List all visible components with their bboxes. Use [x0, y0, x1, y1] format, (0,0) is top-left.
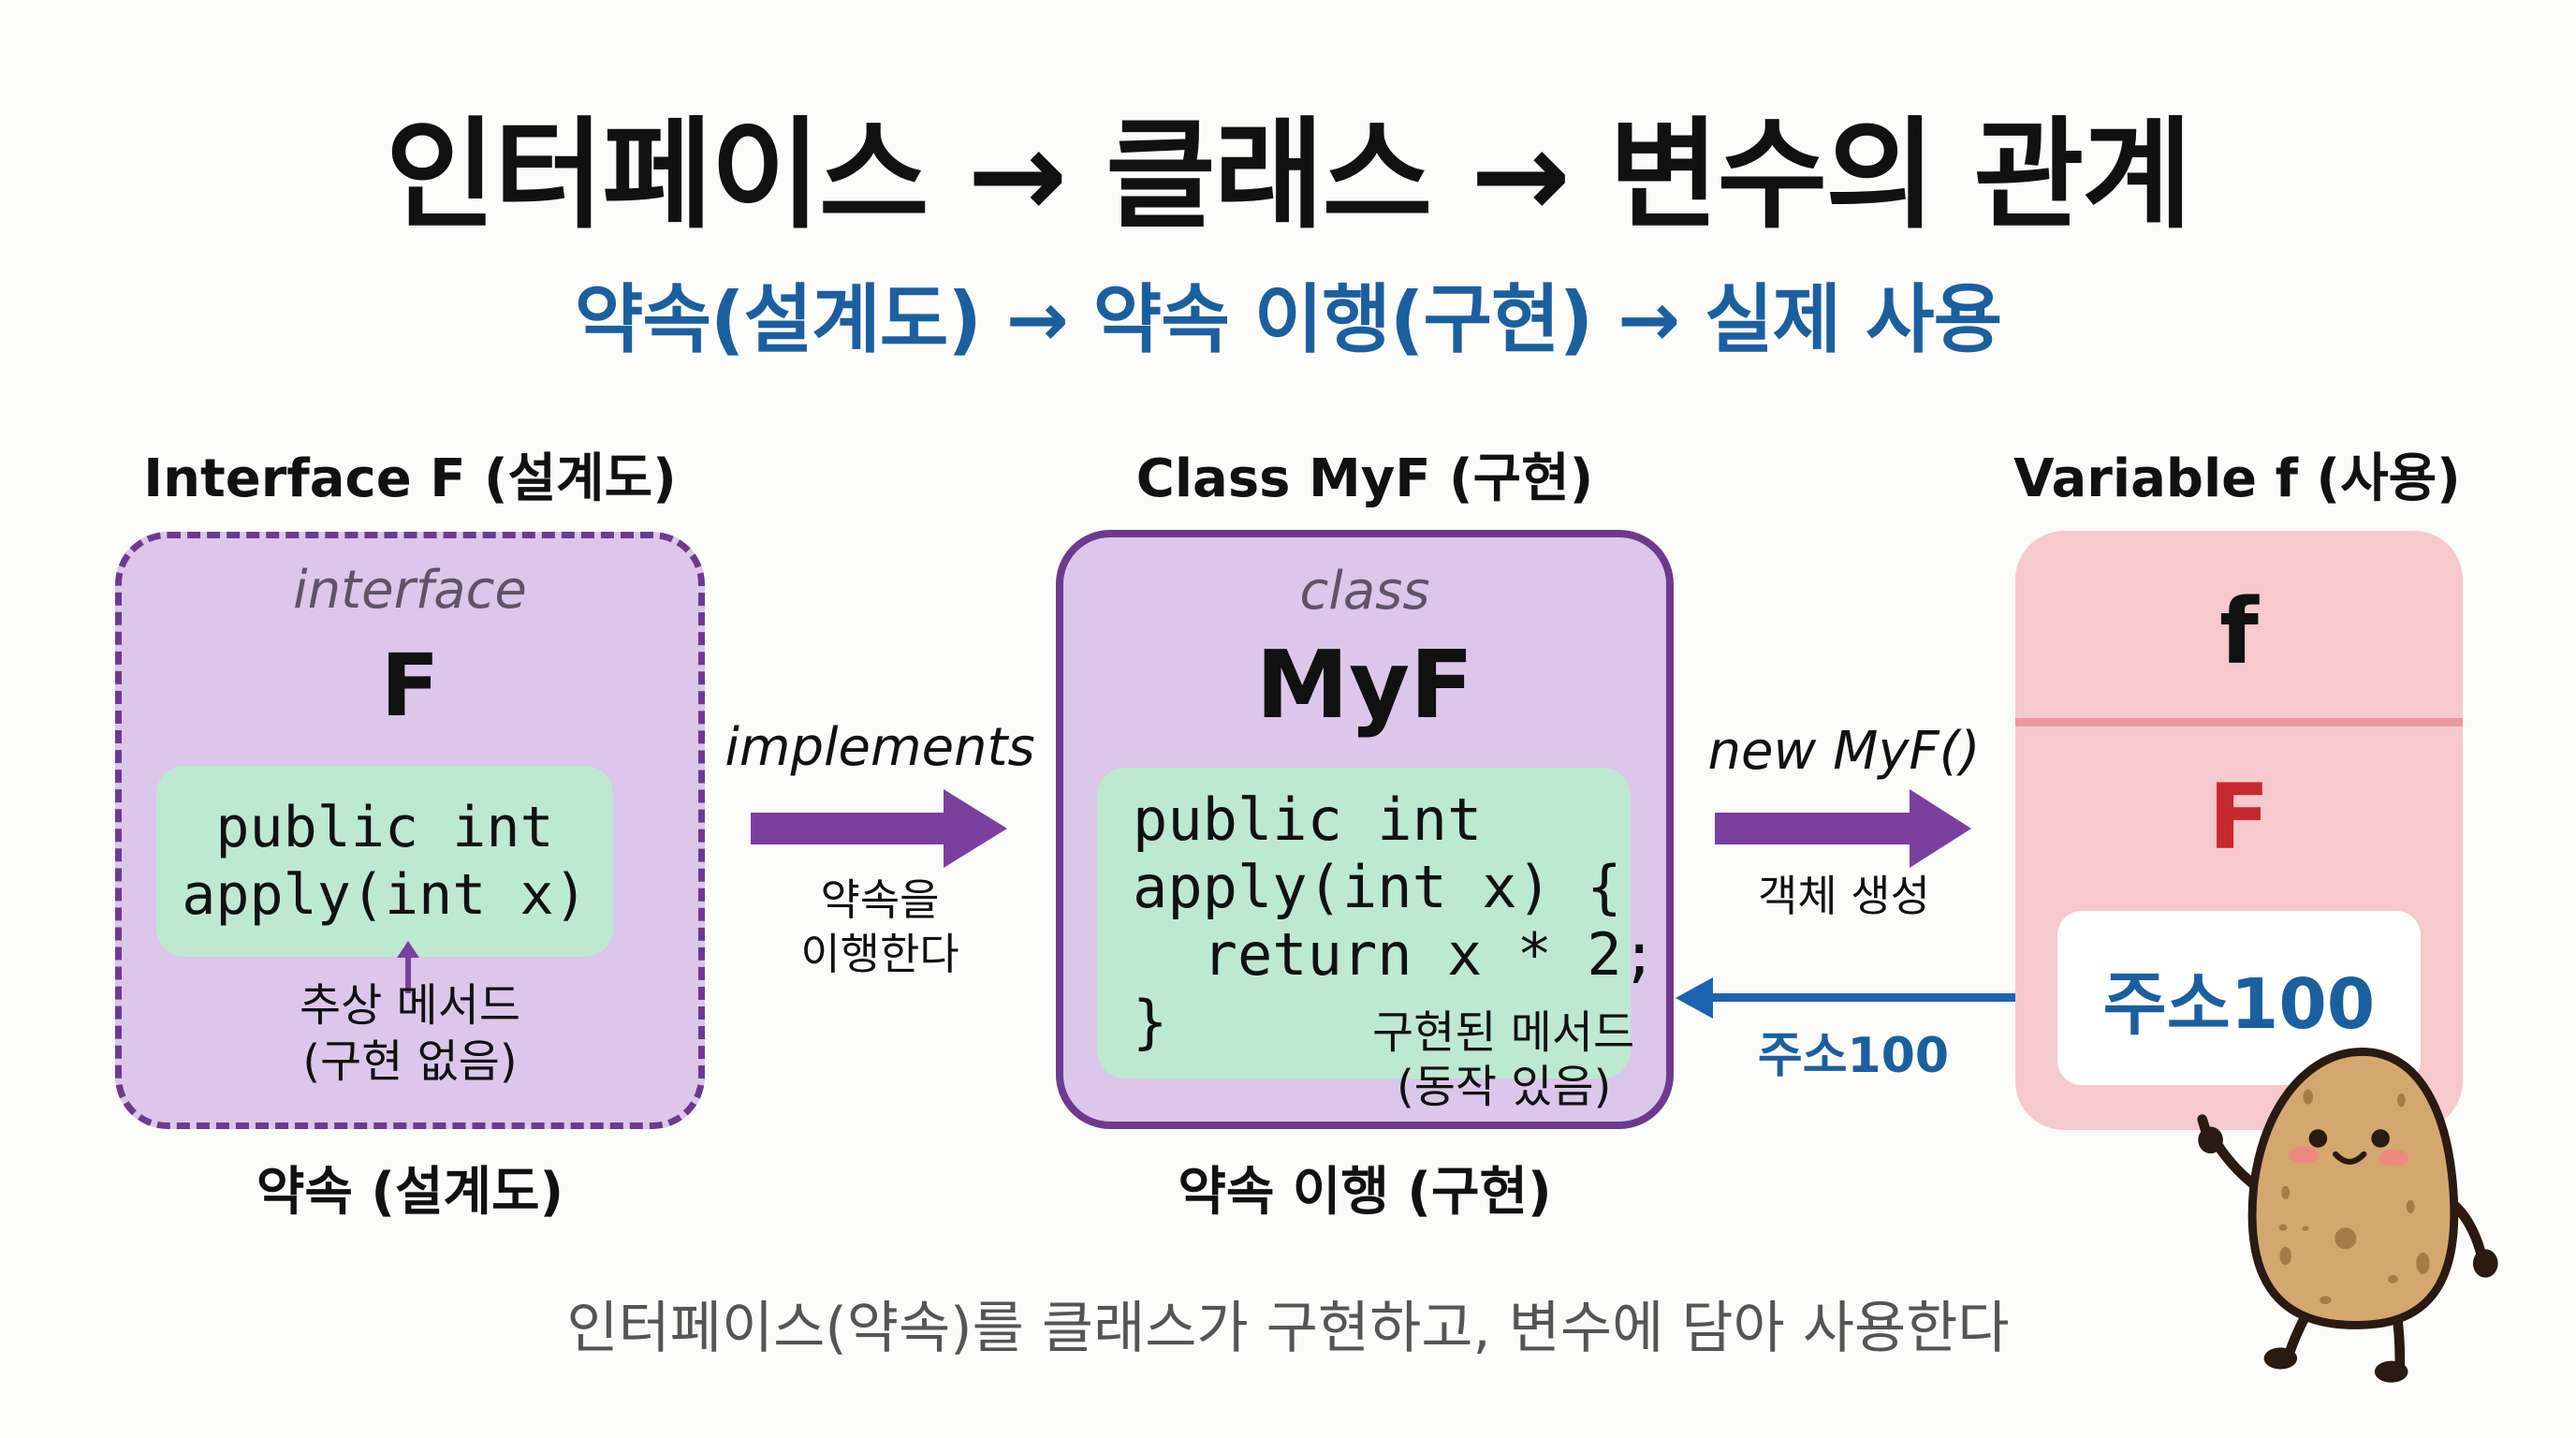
implemented-method-code: public int apply(int x) { return x * 2; … — [1133, 785, 1657, 1056]
new-object-sublabel: 객체 생성 — [1758, 871, 1930, 921]
implemented-method-note-2: (동작 있음) — [1397, 1061, 1612, 1113]
variable-value: 주소100 — [2102, 964, 2376, 1045]
implemented-method-note-1: 구현된 메서드 — [1372, 1006, 1635, 1059]
page-subtitle: 약속(설계도) → 약속 이행(구현) → 실제 사용 — [574, 276, 2002, 363]
implements-sublabel-2: 이행한다 — [800, 929, 959, 979]
class-heading: Class MyF (구현) — [1135, 448, 1594, 509]
page-title: 인터페이스 → 클래스 → 변수의 관계 — [385, 106, 2192, 245]
class-caption: 약속 이행 (구현) — [1178, 1162, 1552, 1223]
create-object-arrow-icon — [1715, 789, 1971, 868]
reference-arrow-label: 주소100 — [1757, 1028, 1950, 1084]
class-kind-label: class — [1299, 561, 1430, 622]
variable-type: F — [2208, 765, 2270, 870]
interface-heading: Interface F (설계도) — [143, 448, 677, 509]
implemented-method-block: public int apply(int x) { return x * 2; … — [1097, 768, 1657, 1078]
summary-footer: 인터페이스(약속)를 클래스가 구현하고, 변수에 담아 사용한다 — [566, 1296, 2010, 1361]
implements-sublabel-1: 약속을 — [820, 874, 940, 925]
class-box: class MyF public int apply(int x) { retu… — [1056, 530, 1674, 1129]
interface-name: F — [380, 636, 440, 736]
potato-mascot-icon — [2197, 1048, 2498, 1383]
abstract-method-note-1: 추상 메서드 — [299, 979, 521, 1032]
implements-label: implements — [724, 717, 1035, 778]
interface-box: interface F public int apply(int x) 추상 메… — [115, 532, 705, 1129]
abstract-method-block: public int apply(int x) — [156, 766, 613, 957]
arrow-up-icon — [397, 941, 419, 993]
interface-kind-label: interface — [293, 560, 527, 621]
interface-caption: 약속 (설계도) — [256, 1162, 564, 1223]
reference-arrow-icon — [1676, 977, 2061, 1019]
variable-divider — [2015, 718, 2463, 726]
new-object-label: new MyF() — [1707, 721, 1981, 782]
abstract-method-code: public int apply(int x) — [182, 795, 588, 928]
variable-name: f — [2219, 580, 2259, 684]
implements-arrow-icon — [751, 789, 1007, 868]
class-name: MyF — [1255, 630, 1474, 740]
abstract-method-note-2: (구현 없음) — [302, 1035, 518, 1088]
variable-box: f F 주소100 — [2015, 531, 2463, 1130]
variable-heading: Variable f (사용) — [2013, 448, 2461, 509]
